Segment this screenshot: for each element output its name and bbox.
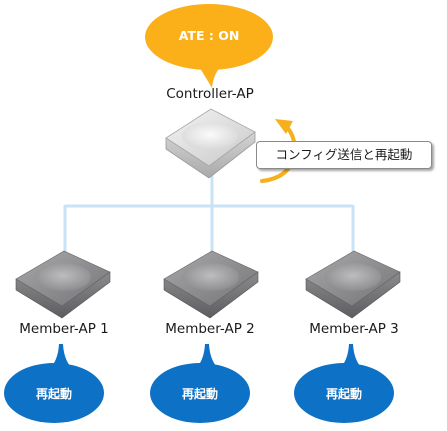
member-action-text-1: 再起動 xyxy=(35,387,72,401)
member-ap-label-3: Member-AP 3 xyxy=(309,321,399,337)
controller-status-bubble xyxy=(145,4,273,88)
controller-ap-icon xyxy=(165,108,256,179)
connector-lines xyxy=(63,172,355,258)
member-ap-icon-3 xyxy=(305,250,401,319)
member-ap-icon-2 xyxy=(163,250,259,319)
member-action-bubble-1 xyxy=(4,344,104,423)
member-action-bubble-2 xyxy=(150,344,250,423)
member-ap-icon-1 xyxy=(15,250,111,319)
member-ap-label-2: Member-AP 2 xyxy=(165,321,255,337)
member-action-text-2: 再起動 xyxy=(181,387,218,401)
member-action-text-3: 再起動 xyxy=(325,387,362,401)
config-callout: コンフィグ送信と再起動 xyxy=(256,141,432,169)
member-ap-label-1: Member-AP 1 xyxy=(19,321,109,337)
member-action-bubble-3 xyxy=(294,344,394,423)
controller-status-text: ATE : ON xyxy=(178,28,240,43)
controller-ap-label: Controller-AP xyxy=(166,86,254,102)
